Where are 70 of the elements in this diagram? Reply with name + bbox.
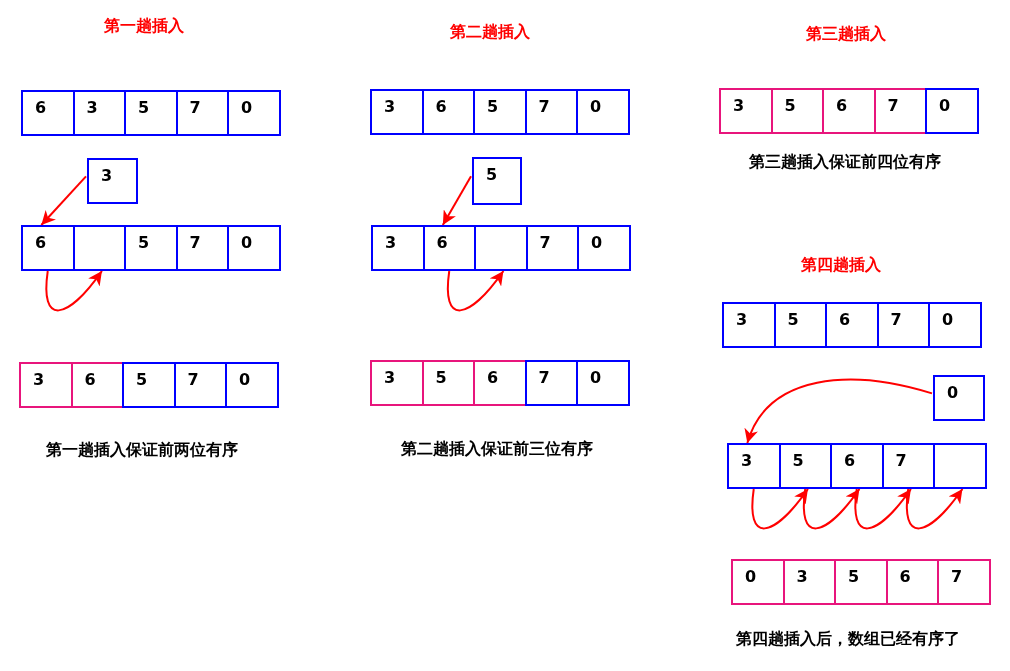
arrow: [40, 175, 87, 226]
arrow: [751, 488, 809, 530]
array-cell: 7: [524, 89, 578, 135]
array-cell: 5: [778, 443, 832, 489]
array-cell: 7: [525, 225, 579, 271]
array-cell: 6: [421, 89, 475, 135]
array-cell: 3: [87, 158, 138, 204]
array-cell: 6: [825, 302, 879, 348]
caption: 第四趟插入后，数组已经有序了: [736, 629, 960, 650]
caption: 第一趟插入保证前两位有序: [46, 440, 238, 461]
array-cell: 6: [830, 443, 884, 489]
arrow: [446, 270, 505, 312]
pass-title: 第一趟插入: [104, 16, 184, 37]
empty-box: [72, 225, 126, 271]
array-cell: 3: [72, 90, 126, 136]
arrow: [802, 488, 861, 530]
array-cell: 5: [773, 302, 827, 348]
arrow: [854, 488, 912, 530]
array-cell: 6: [473, 360, 527, 406]
arrow: [441, 175, 472, 226]
array-cell: 6: [422, 225, 476, 271]
array-cell: 5: [473, 89, 527, 135]
arrow: [905, 488, 964, 530]
array-cell: 0: [933, 375, 985, 421]
array-cell: 3: [371, 225, 425, 271]
array-cell: 3: [782, 559, 836, 605]
array-cell: 0: [576, 360, 630, 406]
array-cell: 0: [225, 362, 279, 408]
array-cell: 5: [122, 362, 176, 408]
array-cell: 7: [881, 443, 935, 489]
array-cell: 3: [719, 88, 773, 134]
array-cell: 6: [885, 559, 939, 605]
array-cell: 5: [421, 360, 475, 406]
arrow: [745, 378, 933, 444]
array-cell: 0: [577, 225, 631, 271]
array-cell: 3: [19, 362, 73, 408]
array-cell: 6: [21, 225, 75, 271]
array-cell: 6: [822, 88, 876, 134]
caption: 第三趟插入保证前四位有序: [749, 152, 941, 173]
array-cell: 3: [727, 443, 781, 489]
array-cell: 7: [937, 559, 991, 605]
array-cell: 7: [876, 302, 930, 348]
empty-box: [474, 225, 528, 271]
array-cell: 0: [227, 90, 281, 136]
array-cell: 0: [925, 88, 979, 134]
arrow: [45, 270, 103, 312]
array-cell: 5: [834, 559, 888, 605]
pass-title: 第四趟插入: [801, 255, 881, 276]
array-cell: 6: [21, 90, 75, 136]
array-cell: 5: [472, 157, 522, 205]
caption: 第二趟插入保证前三位有序: [401, 439, 593, 460]
pass-title: 第二趟插入: [450, 22, 530, 43]
array-cell: 0: [576, 89, 630, 135]
array-cell: 0: [928, 302, 982, 348]
pass-title: 第三趟插入: [806, 24, 886, 45]
array-cell: 7: [175, 90, 229, 136]
array-cell: 0: [731, 559, 785, 605]
array-cell: 5: [770, 88, 824, 134]
array-cell: 3: [722, 302, 776, 348]
array-cell: 7: [175, 225, 229, 271]
array-cell: 5: [124, 90, 178, 136]
array-cell: 6: [70, 362, 124, 408]
array-cell: 3: [370, 89, 424, 135]
array-cell: 7: [873, 88, 927, 134]
array-cell: 3: [370, 360, 424, 406]
array-cell: 0: [227, 225, 281, 271]
empty-box: [933, 443, 987, 489]
array-cell: 5: [124, 225, 178, 271]
array-cell: 7: [173, 362, 227, 408]
array-cell: 7: [524, 360, 578, 406]
